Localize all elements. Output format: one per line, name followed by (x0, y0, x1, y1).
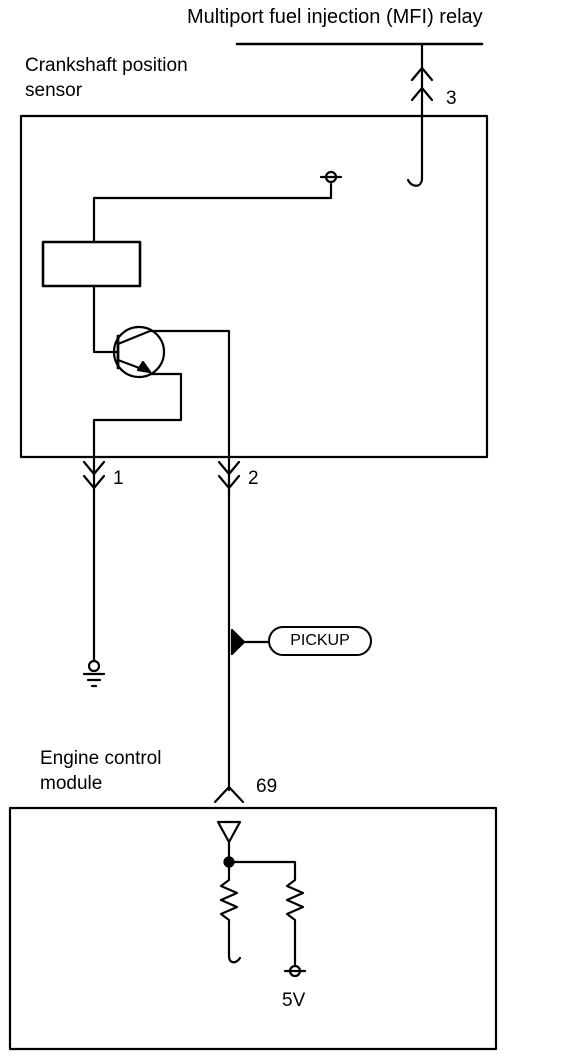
sensor-label-line2: sensor (25, 80, 83, 101)
pin69-label: 69 (256, 776, 278, 797)
pin69-connector-icon (213, 785, 245, 804)
sensor-internal-wire-top (92, 182, 333, 244)
ground-icon (82, 659, 106, 688)
hall-to-base-wire (92, 284, 120, 354)
ecm-internal-terminal-hook (227, 942, 242, 964)
ecm-5v-terminal-icon (283, 964, 307, 978)
supply-5v-label: 5V (282, 990, 306, 1011)
pickup-marker-icon (230, 628, 246, 656)
ecm-pulldown-resistor-icon (219, 870, 239, 946)
sensor-supply-terminal-icon (319, 170, 343, 184)
pickup-tag: PICKUP (268, 626, 372, 656)
pin1-label: 1 (113, 468, 124, 489)
ecm-pullup-resistor-icon (285, 878, 305, 968)
ecm-label-line2: module (40, 773, 103, 794)
collector-to-pin2-wire (148, 329, 231, 459)
pin3-terminal-hook (406, 176, 424, 187)
transistor-icon (112, 325, 166, 379)
ecm-pullup-branch-wire (227, 860, 297, 882)
ecm-input-buffer-icon (216, 820, 242, 844)
ecm-label-line1: Engine control (40, 748, 162, 769)
relay-label: Multiport fuel injection (MFI) relay (187, 6, 483, 28)
pin2-label: 2 (248, 468, 259, 489)
emitter-to-pin1-wire (92, 372, 183, 459)
sensor-label-line1: Crankshaft position (25, 55, 188, 76)
sensor-box (19, 114, 489, 459)
pin3-label: 3 (446, 88, 457, 109)
pin3-connector-icon (410, 66, 434, 102)
hall-element (41, 240, 142, 288)
ecm-box (8, 806, 498, 1051)
